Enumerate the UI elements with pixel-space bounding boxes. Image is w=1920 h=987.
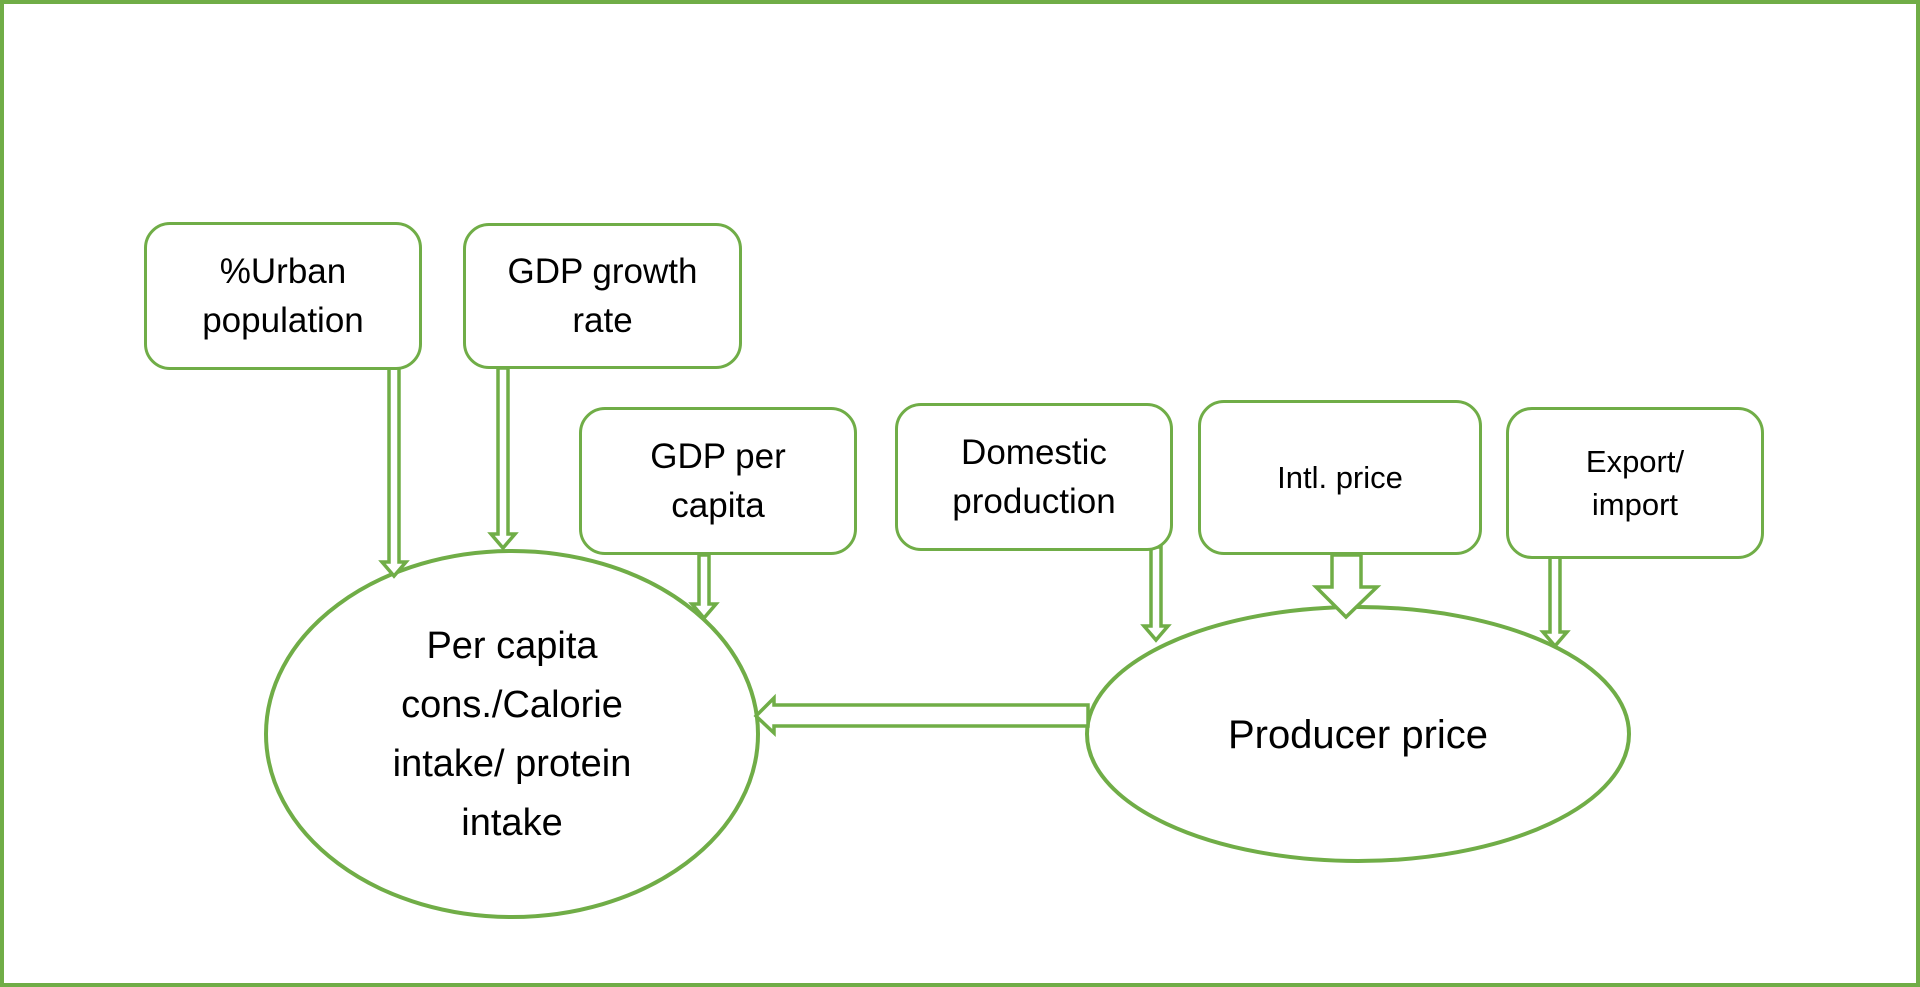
domestic-production-label: Domestic production <box>952 433 1116 521</box>
gdp-per-capita-label: GDP per capita <box>650 437 786 525</box>
box-gdp-growth-rate: GDP growth rate <box>463 223 742 369</box>
producer-price-label-wrap: Producer price <box>1140 700 1576 770</box>
arrow-urban-to-consumption <box>378 363 410 579</box>
box-urban-population: %Urban population <box>144 222 422 370</box>
arrow-domestic-to-producer <box>1140 545 1172 643</box>
export-import-label: Export/ import <box>1585 443 1685 522</box>
intl-price-label: Intl. price <box>1277 459 1403 495</box>
arrow-intlprice-to-producer <box>1311 553 1382 620</box>
consumption-label-wrap: Per capita cons./Calorie intake/ protein… <box>300 600 724 870</box>
consumption-ellipse <box>264 549 760 919</box>
box-domestic-production: Domestic production <box>895 403 1173 551</box>
consumption-label: Per capita cons./Calorie intake/ protein… <box>392 625 632 844</box>
box-intl-price: Intl. price <box>1198 400 1482 555</box>
box-gdp-per-capita: GDP per capita <box>579 407 857 555</box>
urban-population-label: %Urban population <box>202 252 364 340</box>
arrow-gdppercapita-to-consumption <box>688 553 720 621</box>
arrow-export-to-producer <box>1539 555 1571 649</box>
gdp-growth-rate-label: GDP growth rate <box>507 252 698 340</box>
arrow-gdpgrowth-to-consumption <box>487 366 519 551</box>
arrow-producer-to-consumption <box>753 693 1090 738</box>
box-export-import: Export/ import <box>1506 407 1764 559</box>
producer-price-label: Producer price <box>1227 712 1489 757</box>
